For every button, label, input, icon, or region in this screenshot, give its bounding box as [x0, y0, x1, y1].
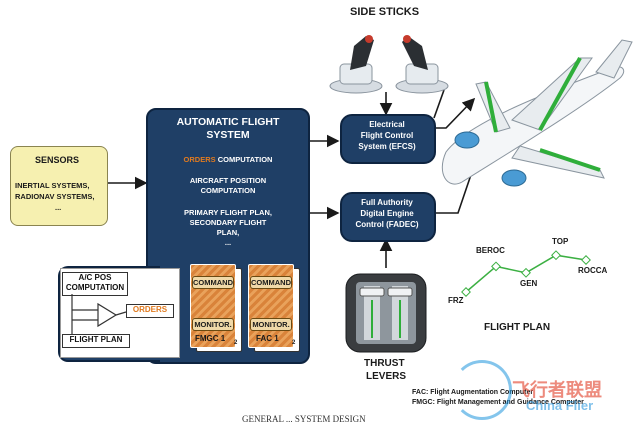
afs-title-line-1: AUTOMATIC FLIGHT [176, 116, 280, 128]
afs-title-line-2: SYSTEM [206, 129, 250, 141]
waypoint-marker-top [551, 250, 561, 261]
waypoint-marker-rocca [581, 255, 591, 265]
afs-plan-line-3: PLAN, [216, 228, 240, 237]
efcs-line-1: Electrical [369, 120, 405, 129]
fac-index: 2 [292, 340, 296, 346]
efcs-line-3: System (EFCS) [358, 142, 416, 151]
ac-pos-line-2: COMPUTATION [65, 283, 125, 292]
thrust-levers-icon [345, 273, 427, 353]
inner-orders-box: ORDERS [126, 304, 174, 318]
afs-orders-word: ORDERS [183, 155, 216, 164]
afs-plan-line-1: PRIMARY FLIGHT PLAN, [184, 208, 272, 217]
afs-computation-word: COMPUTATION [215, 155, 273, 164]
waypoint-label-beroc: BEROC [476, 246, 505, 256]
afs-plan-line-2: SECONDARY FLIGHT [189, 218, 267, 227]
fac-monitor-box: MONITOR. [250, 318, 292, 331]
side-sticks-icon [329, 35, 449, 94]
waypoint-marker-beroc [491, 261, 501, 272]
fadec-line-3: Control (FADEC) [355, 220, 419, 229]
sensors-line-1: INERTIAL SYSTEMS, [15, 181, 90, 190]
fadec-box [340, 192, 436, 242]
efcs-to-aircraft-arrow [434, 97, 476, 129]
thrust-levers-line-1: THRUST [364, 358, 405, 369]
fac-name: FAC 1 [256, 334, 279, 343]
afs-position-line-2: COMPUTATION [200, 186, 256, 195]
afs-position-line-1: AIRCRAFT POSITION [189, 176, 267, 185]
flight-plan-title: FLIGHT PLAN [484, 322, 551, 333]
efcs-box [340, 114, 436, 164]
watermark-english: China Flier [526, 398, 594, 413]
fmgc-name: FMGC 1 [195, 334, 226, 343]
waypoint-label-rocca: ROCCA [578, 266, 608, 275]
aircraft-to-efcs-line [433, 89, 445, 119]
waypoint-label-frz: FRZ [448, 296, 464, 305]
fadec-line-2: Digital Engine [360, 209, 414, 218]
fadec-line-1: Full Authority [361, 198, 413, 207]
efcs-line-2: Flight Control [360, 131, 414, 140]
ac-pos-computation-box: A/C POS COMPUTATION [62, 272, 128, 296]
fmgc-index: 2 [234, 340, 238, 346]
fadec-to-aircraft-arrow [434, 158, 479, 214]
watermark-chinese: 飞行者联盟 [512, 380, 602, 401]
fmgc-command-box: COMMAND [192, 276, 234, 289]
fac-command-box: COMMAND [250, 276, 292, 289]
waypoint-label-gen: GEN [520, 278, 538, 288]
fmgc-monitor-box: MONITOR. [192, 318, 234, 331]
thrust-levers-line-2: LEVERS [366, 371, 407, 382]
afs-plan-line-4: ... [224, 238, 232, 247]
ac-pos-line-1: A/C POS [78, 273, 112, 282]
flight-plan-route [461, 250, 591, 297]
sensors-box: SENSORS INERTIAL SYSTEMS, RADIONAV SYSTE… [10, 146, 108, 226]
sensors-title: SENSORS [35, 155, 80, 165]
figure-caption: GENERAL ... SYSTEM DESIGN [242, 414, 366, 424]
waypoint-marker-frz [461, 287, 471, 297]
aircraft-icon [441, 39, 633, 187]
sensors-line-2: RADIONAV SYSTEMS, [15, 192, 95, 201]
waypoint-marker-gen [521, 267, 531, 278]
afs-orders-computation: ORDERS COMPUTATION [150, 155, 306, 164]
waypoint-label-top: TOP [552, 237, 569, 247]
sensors-line-3: ... [55, 203, 62, 212]
inner-flight-plan-box: FLIGHT PLAN [62, 334, 130, 348]
side-sticks-label: SIDE STICKS [350, 6, 420, 18]
watermark-logo-icon [452, 360, 512, 420]
